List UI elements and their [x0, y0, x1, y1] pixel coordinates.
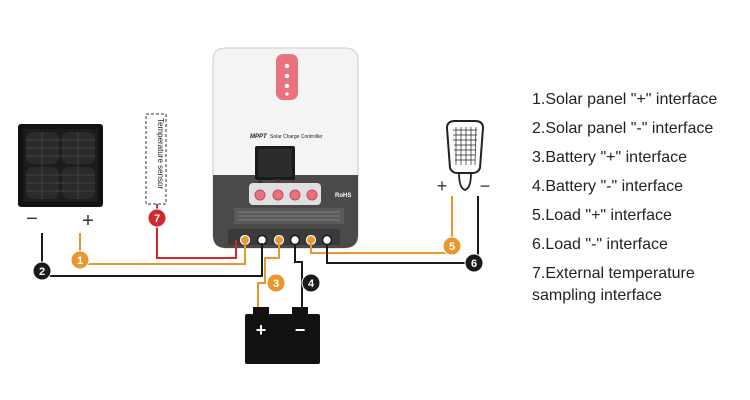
wire-load-negative — [326, 196, 479, 264]
legend-item-7: 7.External temperature sampling interfac… — [532, 265, 695, 304]
lamp-icon — [445, 120, 485, 191]
battery — [245, 307, 320, 364]
callout-4: 4 — [301, 273, 321, 293]
wire-panel-positive — [79, 233, 246, 265]
wire-panel-negative — [41, 233, 263, 277]
rohs-label: RoHS — [335, 193, 351, 199]
callout-6-label: 6 — [471, 258, 477, 270]
wire-load-positive — [310, 196, 453, 254]
solar-panel — [18, 124, 103, 207]
wire-battery-negative — [294, 244, 303, 307]
callout-7: 7 — [147, 208, 167, 228]
callout-4-label: 4 — [308, 278, 315, 290]
lamp-minus-sign: − — [480, 176, 491, 196]
callout-1-label: 1 — [77, 255, 83, 267]
wire-temperature-sensor — [156, 204, 237, 259]
panel-minus-sign: − — [26, 208, 38, 230]
callout-5: 5 — [442, 236, 462, 256]
callout-1: 1 — [70, 250, 90, 270]
temperature-sensor: Temperature sensor — [145, 113, 167, 205]
legend-item-6: 6.Load "-" interface — [532, 236, 668, 253]
callout-5-label: 5 — [449, 241, 455, 253]
battery-minus-sign: − — [295, 320, 306, 340]
legend-item-4: 4.Battery "-" interface — [532, 178, 683, 195]
legend-item-5: 5.Load "+" interface — [532, 207, 672, 224]
terminal-5 — [305, 234, 317, 246]
lamp-plus-sign: + — [437, 176, 448, 196]
controller-title: Solar Charge Controller — [270, 134, 323, 140]
callout-3-label: 3 — [273, 278, 279, 290]
sensor-label: Temperature sensor — [156, 118, 165, 189]
interface-legend: 1.Solar panel "+" interface 2.Solar pane… — [532, 85, 747, 307]
callout-2: 2 — [32, 261, 52, 281]
legend-item-2: 2.Solar panel "-" interface — [532, 120, 714, 137]
battery-plus-sign: + — [256, 320, 267, 340]
legend-item-3: 3.Battery "+" interface — [532, 149, 687, 166]
callout-7-label: 7 — [154, 213, 160, 225]
controller-brand: MPPT — [250, 134, 268, 140]
legend-item-1: 1.Solar panel "+" interface — [532, 91, 718, 108]
wire-battery-positive — [257, 244, 280, 307]
panel-plus-sign: + — [82, 210, 94, 232]
charge-controller — [212, 47, 359, 249]
callout-3: 3 — [266, 273, 286, 293]
terminal-6 — [321, 234, 333, 246]
callout-6: 6 — [464, 253, 484, 273]
terminal-4 — [289, 234, 301, 246]
wires — [41, 196, 479, 307]
callout-2-label: 2 — [39, 266, 45, 278]
terminal-3 — [273, 234, 285, 246]
